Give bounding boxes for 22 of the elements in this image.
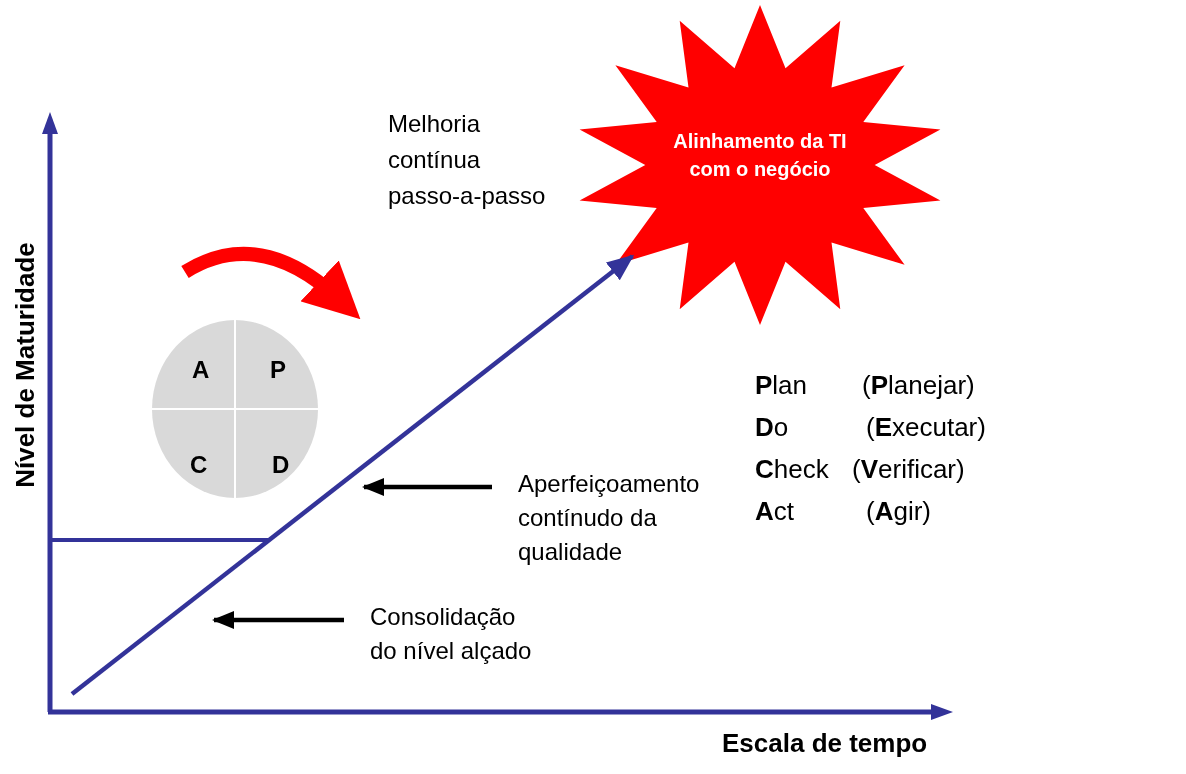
- pdca-step: Check: [755, 454, 829, 485]
- annotation-text: Aperfeiçoamento contínudo da qualidade: [518, 469, 701, 567]
- axis-title: Escala de tempo: [722, 728, 928, 759]
- starburst-text: Alinhamento da TI com o negócio: [672, 129, 848, 182]
- quadrant-letter: P: [270, 356, 286, 384]
- pdca-translation: (Executar): [866, 412, 986, 443]
- leader-line: [361, 478, 492, 496]
- axis-title: Nível de Maturidade: [9, 242, 41, 488]
- pdca-step: Plan: [755, 370, 808, 401]
- pdca-translation: (Agir): [866, 496, 931, 527]
- annotation-text: Consolidação do nível alçado: [370, 602, 533, 666]
- pdca-translation: (Planejar): [862, 370, 975, 401]
- arrow: [70, 254, 635, 696]
- quadrant-letter: A: [192, 356, 210, 384]
- pdca-circle: [152, 320, 318, 498]
- quadrant-letter: C: [190, 451, 208, 479]
- pdca-step: Act: [755, 496, 794, 527]
- annotation-text: Melhoria contínua passo-a-passo: [388, 109, 547, 211]
- pdca-step: Do: [755, 412, 789, 443]
- pdca-translation: (Verificar): [852, 454, 965, 485]
- quadrant-letter: D: [272, 451, 290, 479]
- leader-line: [211, 611, 344, 629]
